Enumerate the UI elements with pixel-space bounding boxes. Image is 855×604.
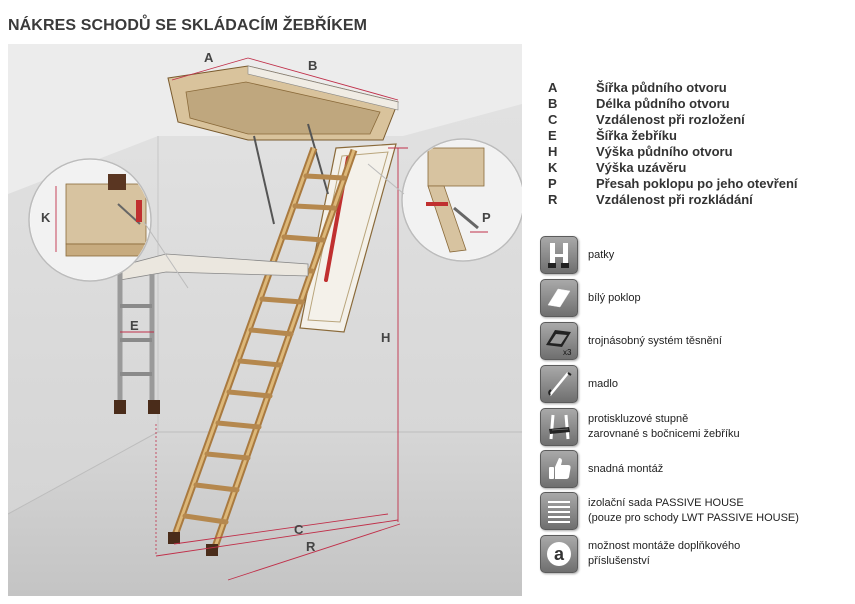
legend-row-a: A Šířka půdního otvoru — [548, 80, 848, 96]
feature-feet: patky — [540, 236, 838, 274]
legend-desc: Vzdálenost při rozložení — [596, 112, 745, 127]
legend-desc: Vzdálenost při rozkládání — [596, 192, 753, 207]
legend-key: E — [548, 128, 557, 143]
feature-label-line: příslušenství — [588, 555, 650, 567]
insulation-set-icon — [540, 492, 578, 530]
legend-row-k: K Výška uzávěru — [548, 160, 848, 176]
legend-key: A — [548, 80, 558, 95]
legend-key: K — [548, 160, 558, 175]
feature-label-line: možnost montáže doplňkového — [588, 540, 741, 552]
feature-label-line: madlo — [588, 377, 618, 390]
dimension-legend: A Šířka půdního otvoru B Délka půdního o… — [548, 80, 848, 208]
dimension-label-h: H — [381, 330, 390, 345]
legend-key: H — [548, 144, 558, 159]
feature-accessories: a možnost montáže doplňkového příslušens… — [540, 535, 838, 573]
floor — [8, 432, 522, 596]
folded-ladder-detail: E — [114, 253, 309, 414]
feature-insulation-set: izolační sada PASSIVE HOUSE (pouze pro s… — [540, 492, 838, 530]
legend-desc: Přesah poklopu po jeho otevření — [596, 176, 798, 191]
feature-label-line: protiskluzové stupně — [588, 413, 689, 425]
accessories-icon: a — [540, 535, 578, 573]
triple-seal-icon: x3 — [540, 322, 578, 360]
feature-white-hatch: bílý poklop — [540, 279, 838, 317]
dimension-label-r: R — [306, 539, 316, 554]
feature-label-line: (pouze pro schody LWT PASSIVE HOUSE) — [588, 512, 799, 524]
legend-desc: Výška uzávěru — [596, 160, 687, 175]
feature-label-line: snadná montáž — [588, 462, 664, 475]
handrail-icon — [540, 365, 578, 403]
feature-label-line: izolační sada PASSIVE HOUSE — [588, 497, 744, 509]
dimension-label-k: K — [41, 210, 51, 225]
feature-triple-seal: x3 trojnásobný systém těsnění — [540, 322, 838, 360]
feature-label-line: zarovnané s bočnicemi žebříku — [588, 428, 740, 440]
legend-row-e: E Šířka žebříku — [548, 128, 848, 144]
legend-key: B — [548, 96, 558, 111]
legend-row-b: B Délka půdního otvoru — [548, 96, 848, 112]
feature-label-line: trojnásobný systém těsnění — [588, 334, 722, 347]
page-title: NÁKRES SCHODŮ SE SKLÁDACÍM ŽEBŘÍKEM — [8, 17, 368, 34]
legend-row-p: P Přesah poklopu po jeho otevření — [548, 176, 848, 192]
dimension-label-b: B — [308, 58, 317, 73]
legend-key: C — [548, 112, 558, 127]
white-hatch-icon — [540, 279, 578, 317]
feature-anti-slip-steps: protiskluzové stupně zarovnané s bočnice… — [540, 408, 838, 446]
legend-row-h: H Výška půdního otvoru — [548, 144, 848, 160]
legend-desc: Výška půdního otvoru — [596, 144, 733, 159]
legend-desc: Šířka půdního otvoru — [596, 80, 727, 95]
ladder — [168, 146, 358, 556]
feature-label-line: patky — [588, 248, 615, 261]
legend-row-c: C Vzdálenost při rozložení — [548, 112, 848, 128]
seal-badge: x3 — [563, 348, 572, 357]
feet-icon — [540, 236, 578, 274]
legend-row-r: R Vzdálenost při rozkládání — [548, 192, 848, 208]
dimension-label-p: P — [482, 210, 491, 225]
legend-key: R — [548, 192, 558, 207]
legend-desc: Šířka žebříku — [596, 128, 677, 143]
detail-circle-k: K — [28, 158, 189, 289]
feature-easy-install: snadná montáž — [540, 450, 838, 488]
detail-circle-p: P — [367, 138, 522, 262]
legend-key: P — [548, 176, 557, 191]
dimension-label-a: A — [204, 50, 214, 65]
dimension-label-c: C — [294, 522, 304, 537]
feature-handrail: madlo — [540, 365, 838, 403]
feature-label-line: bílý poklop — [588, 291, 641, 304]
accessories-badge: a — [554, 544, 565, 564]
anti-slip-step-icon — [540, 408, 578, 446]
dimension-label-e: E — [130, 318, 139, 333]
legend-desc: Délka půdního otvoru — [596, 96, 730, 111]
thumbs-up-icon — [540, 450, 578, 488]
stair-diagram: A B C R — [8, 44, 522, 596]
